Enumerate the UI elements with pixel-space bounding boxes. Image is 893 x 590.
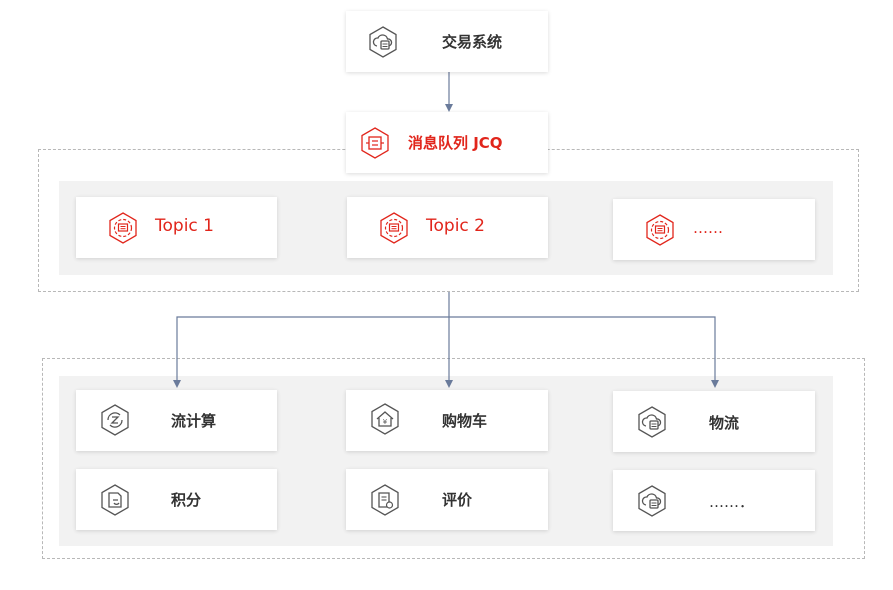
topic-card-3: …… [613,199,815,260]
consumers-group [42,358,865,559]
consumer-label: 评价 [442,491,473,509]
topic-icon [377,211,411,245]
consumer-card-more: ……． [613,470,815,531]
consumer-label: ……． [709,493,755,511]
topic-card-1: Topic 1 [76,197,277,258]
source-node: 交易系统 [346,11,548,72]
source-label: 交易系统 [442,33,503,51]
consumer-card-review: 评价 [346,469,548,530]
topic-label: Topic 1 [155,216,214,236]
consumer-label: 积分 [171,491,202,509]
queue-label: 消息队列 JCQ [408,134,503,152]
branch-line-left [173,316,449,388]
queue-node: 消息队列 JCQ [346,112,548,173]
svg-text:¥: ¥ [383,418,388,426]
consumer-label: 购物车 [442,412,488,430]
topic-label: Topic 2 [426,216,485,236]
cloud-server-icon [635,405,669,439]
topic-card-2: Topic 2 [347,197,548,258]
points-icon [98,483,132,517]
consumer-card-points: 积分 [76,469,277,530]
cloud-server-icon [635,484,669,518]
shopping-cart-icon: ¥ [368,402,402,436]
consumer-card-stream: 流计算 [76,390,277,451]
stream-compute-icon [98,403,132,437]
topic-icon [643,213,677,247]
consumer-label: 物流 [709,414,740,432]
topic-label: …… [693,219,723,237]
branch-line-right [449,316,719,388]
cloud-server-icon [366,25,400,59]
consumer-card-cart: ¥ 购物车 [346,390,548,451]
queue-icon [358,126,392,160]
consumer-label: 流计算 [171,412,217,430]
review-icon [368,483,402,517]
topic-icon [106,211,140,245]
consumer-card-logistics: 物流 [613,391,815,452]
